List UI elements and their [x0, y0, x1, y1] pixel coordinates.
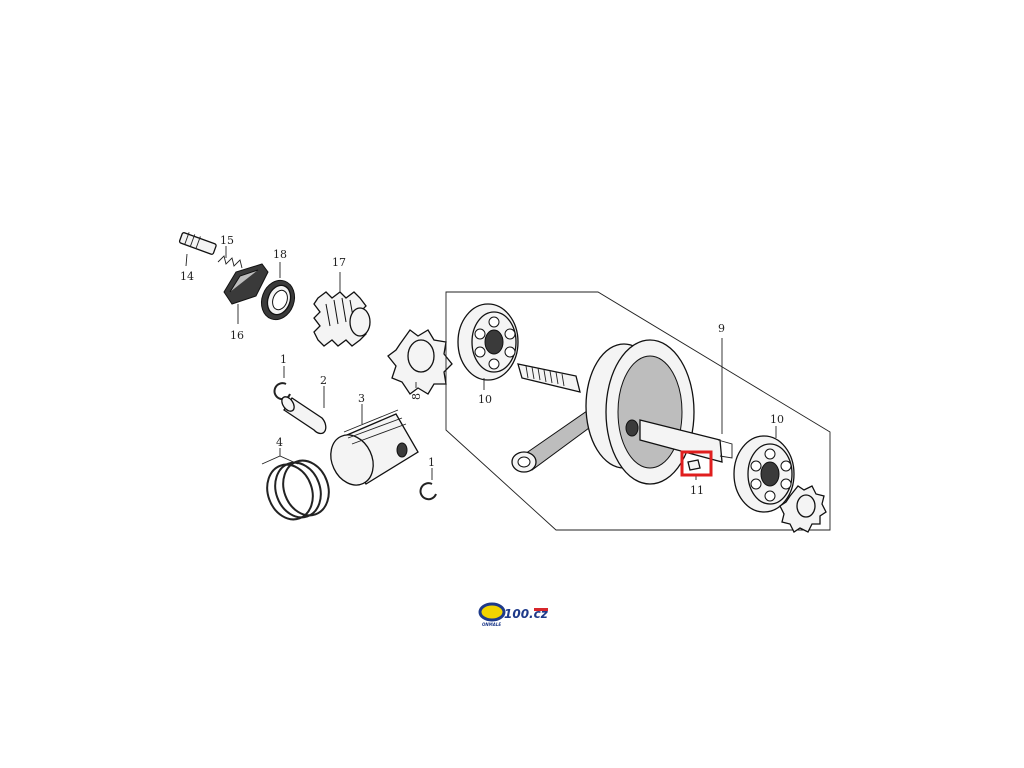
part-10-bearing-right [733, 426, 795, 513]
logo-subtext: ONMALE [482, 622, 501, 627]
site-logo: 100.cz ONMALE [478, 602, 549, 627]
callout-9: 9 [718, 322, 725, 335]
callout-15: 15 [220, 234, 234, 247]
callout-10b: 10 [770, 413, 784, 426]
callout-3: 3 [358, 392, 365, 405]
callout-8: 8 [410, 393, 423, 400]
callout-1a: 1 [280, 353, 287, 366]
part-14-bolt [178, 232, 217, 267]
part-8-star-washer [387, 329, 453, 395]
part-4-piston-rings [261, 448, 330, 521]
part-15-spring [217, 246, 243, 269]
part-3-piston [330, 404, 419, 486]
part-1-circlip-upper [273, 366, 291, 401]
part-11-highlight-box [680, 450, 713, 477]
part-18-washer [260, 262, 296, 321]
callout-14: 14 [180, 270, 194, 283]
part-10-bearing-left [457, 303, 519, 390]
callout-16: 16 [230, 329, 244, 342]
part-17-gear [313, 272, 371, 347]
callout-4: 4 [276, 436, 283, 449]
part-star-nut [779, 485, 827, 533]
callout-10a: 10 [478, 393, 492, 406]
part-16-ratchet [223, 263, 269, 324]
crankshaft-assembly-frame [445, 291, 831, 531]
part-9-crankshaft [511, 338, 733, 485]
callout-1b: 1 [428, 456, 435, 469]
callout-17: 17 [332, 256, 346, 269]
callout-11: 11 [690, 484, 704, 497]
part-11-key [687, 459, 701, 480]
callout-18: 18 [273, 248, 287, 261]
part-2-piston-pin [281, 386, 327, 435]
callout-2: 2 [320, 374, 327, 387]
part-1-circlip-lower [419, 468, 437, 501]
